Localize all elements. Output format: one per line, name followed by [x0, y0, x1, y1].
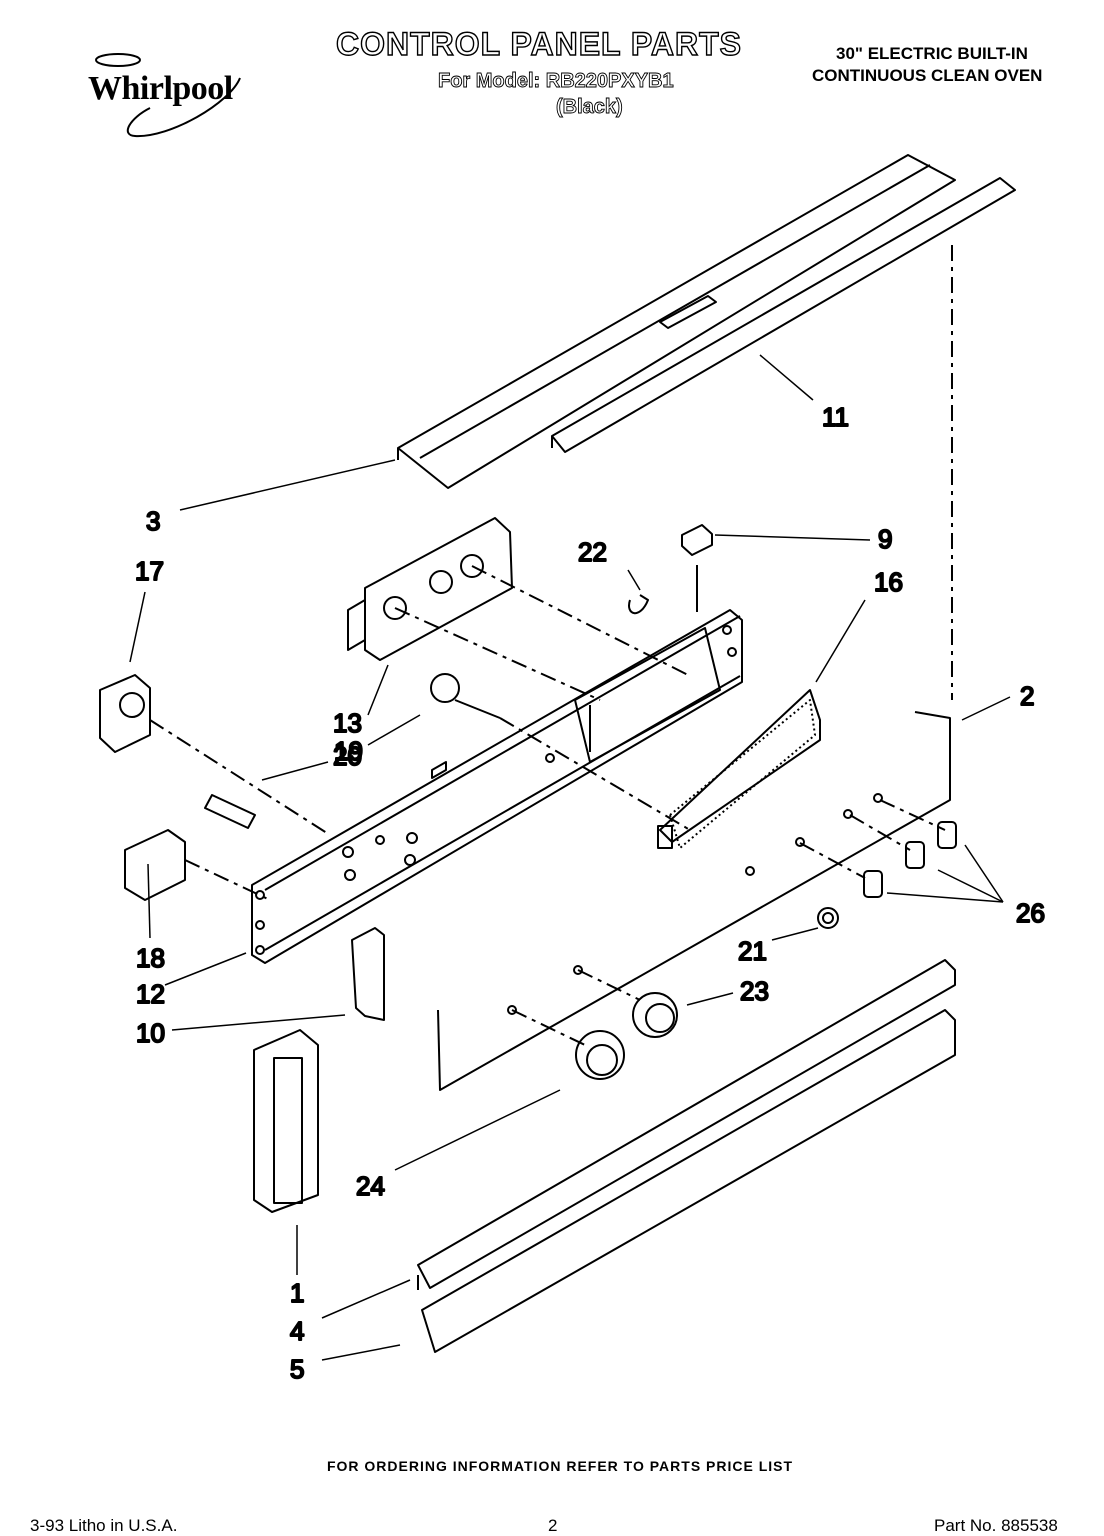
- whirlpool-logo: Whirlpool: [80, 48, 270, 140]
- product-line-2: CONTINUOUS CLEAN OVEN: [812, 66, 1043, 85]
- callout-13: 13: [333, 708, 362, 738]
- lower-trim: [421, 1009, 956, 1353]
- control-glass: [437, 711, 951, 1091]
- rectangular-frame: [574, 627, 721, 763]
- timer-module: [99, 674, 331, 836]
- callout-3: 3: [146, 506, 160, 536]
- logo-swoosh-icon: [95, 53, 241, 138]
- callout-17: 17: [135, 556, 164, 586]
- page-title: CONTROL PANEL PARTS: [335, 25, 742, 62]
- clip-part: [628, 594, 649, 615]
- brand-wordmark: Whirlpool: [88, 70, 233, 107]
- callout-10: 10: [136, 1018, 165, 1048]
- indicator-light: [681, 524, 713, 612]
- callout-19: 19: [334, 736, 363, 766]
- callout-16: 16: [874, 567, 903, 597]
- switch-bracket: [347, 517, 691, 701]
- mounting-bracket: [351, 927, 385, 1021]
- callout-24: 24: [356, 1171, 385, 1201]
- thermostat-part: [430, 673, 691, 831]
- callout-26: 26: [1016, 898, 1045, 928]
- callout-20: 20: [333, 741, 362, 771]
- callout-9: 9: [878, 524, 892, 554]
- callout-12: 12: [136, 979, 165, 1009]
- top-trim-channel: [397, 154, 956, 489]
- control-knobs: [507, 965, 678, 1080]
- leader-arrows: [129, 354, 1011, 1361]
- part-number: Part No. 885538: [934, 1516, 1058, 1535]
- callout-18: 18: [136, 943, 165, 973]
- ordering-note: FOR ORDERING INFORMATION REFER TO PARTS …: [326, 1458, 794, 1474]
- callout-11: 11: [822, 402, 849, 432]
- control-panel-frame: [251, 609, 743, 964]
- model-line: For Model: RB220PXYB1: [438, 70, 675, 93]
- print-info: 3-93 Litho in U.S.A.: [30, 1516, 178, 1535]
- side-trim: [253, 1029, 319, 1213]
- indicator-lens: [817, 907, 839, 929]
- callout-1: 1: [290, 1278, 304, 1308]
- product-line-1: 30" ELECTRIC BUILT-IN: [836, 44, 1028, 63]
- color-line: (Black): [556, 96, 624, 119]
- callout-21: 21: [738, 936, 767, 966]
- callout-23: 23: [740, 976, 769, 1006]
- socket-part: [204, 794, 256, 829]
- callout-2: 2: [1020, 681, 1034, 711]
- callout-22: 22: [578, 537, 607, 567]
- bottom-trim-channel: [417, 959, 956, 1290]
- callout-5: 5: [290, 1354, 304, 1384]
- trim-strip: [551, 177, 1016, 453]
- callout-4: 4: [290, 1316, 304, 1346]
- insulated-frame: [657, 689, 821, 849]
- page-number: 2: [548, 1516, 558, 1535]
- push-buttons: [745, 793, 957, 898]
- relay-module: [124, 829, 271, 901]
